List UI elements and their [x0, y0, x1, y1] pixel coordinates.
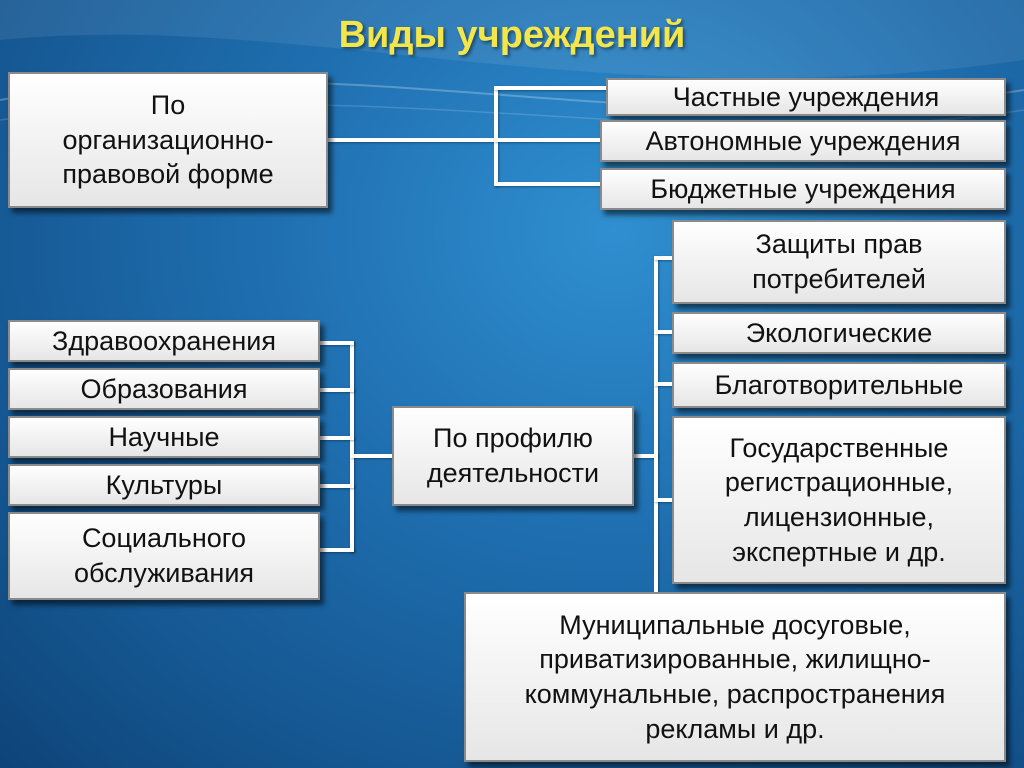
profile-item-state: Государственные регистрационные, лицензи…	[672, 416, 1006, 584]
profile-item-consumer-rights: Защиты прав потребителей	[672, 220, 1006, 304]
connector	[494, 86, 498, 186]
connector	[654, 256, 672, 260]
profile-item-charitable: Благотворительные	[672, 362, 1006, 408]
page-title: Виды учреждений	[338, 14, 686, 56]
profile-item-scientific: Научные	[8, 416, 320, 458]
connector	[654, 330, 672, 334]
profile-item-ecological: Экологические	[672, 312, 1006, 354]
connector	[654, 498, 672, 502]
org-form-box: По организационно- правовой форме	[8, 72, 328, 208]
profile-item-culture: Культуры	[8, 464, 320, 506]
profile-box: По профилю деятельности	[392, 406, 634, 506]
org-form-item-autonomous: Автономные учреждения	[600, 120, 1006, 162]
connector	[494, 138, 602, 142]
connector	[320, 548, 354, 552]
connector	[328, 138, 496, 142]
connector	[320, 341, 354, 345]
connector	[320, 484, 354, 488]
profile-item-social: Социального обслуживания	[8, 512, 320, 600]
profile-item-municipal: Муниципальные досуговые, приватизированн…	[464, 592, 1006, 762]
profile-item-education: Образования	[8, 368, 320, 410]
connector	[350, 341, 354, 552]
connector	[654, 382, 672, 386]
connector	[494, 182, 602, 186]
connector	[320, 436, 354, 440]
connector	[350, 454, 392, 458]
connector	[634, 454, 658, 458]
org-form-item-budget: Бюджетные учреждения	[600, 168, 1006, 210]
profile-item-healthcare: Здравоохранения	[8, 320, 320, 362]
org-form-item-private: Частные учреждения	[606, 78, 1006, 116]
connector	[494, 86, 608, 90]
connector	[654, 256, 658, 594]
connector	[320, 388, 354, 392]
